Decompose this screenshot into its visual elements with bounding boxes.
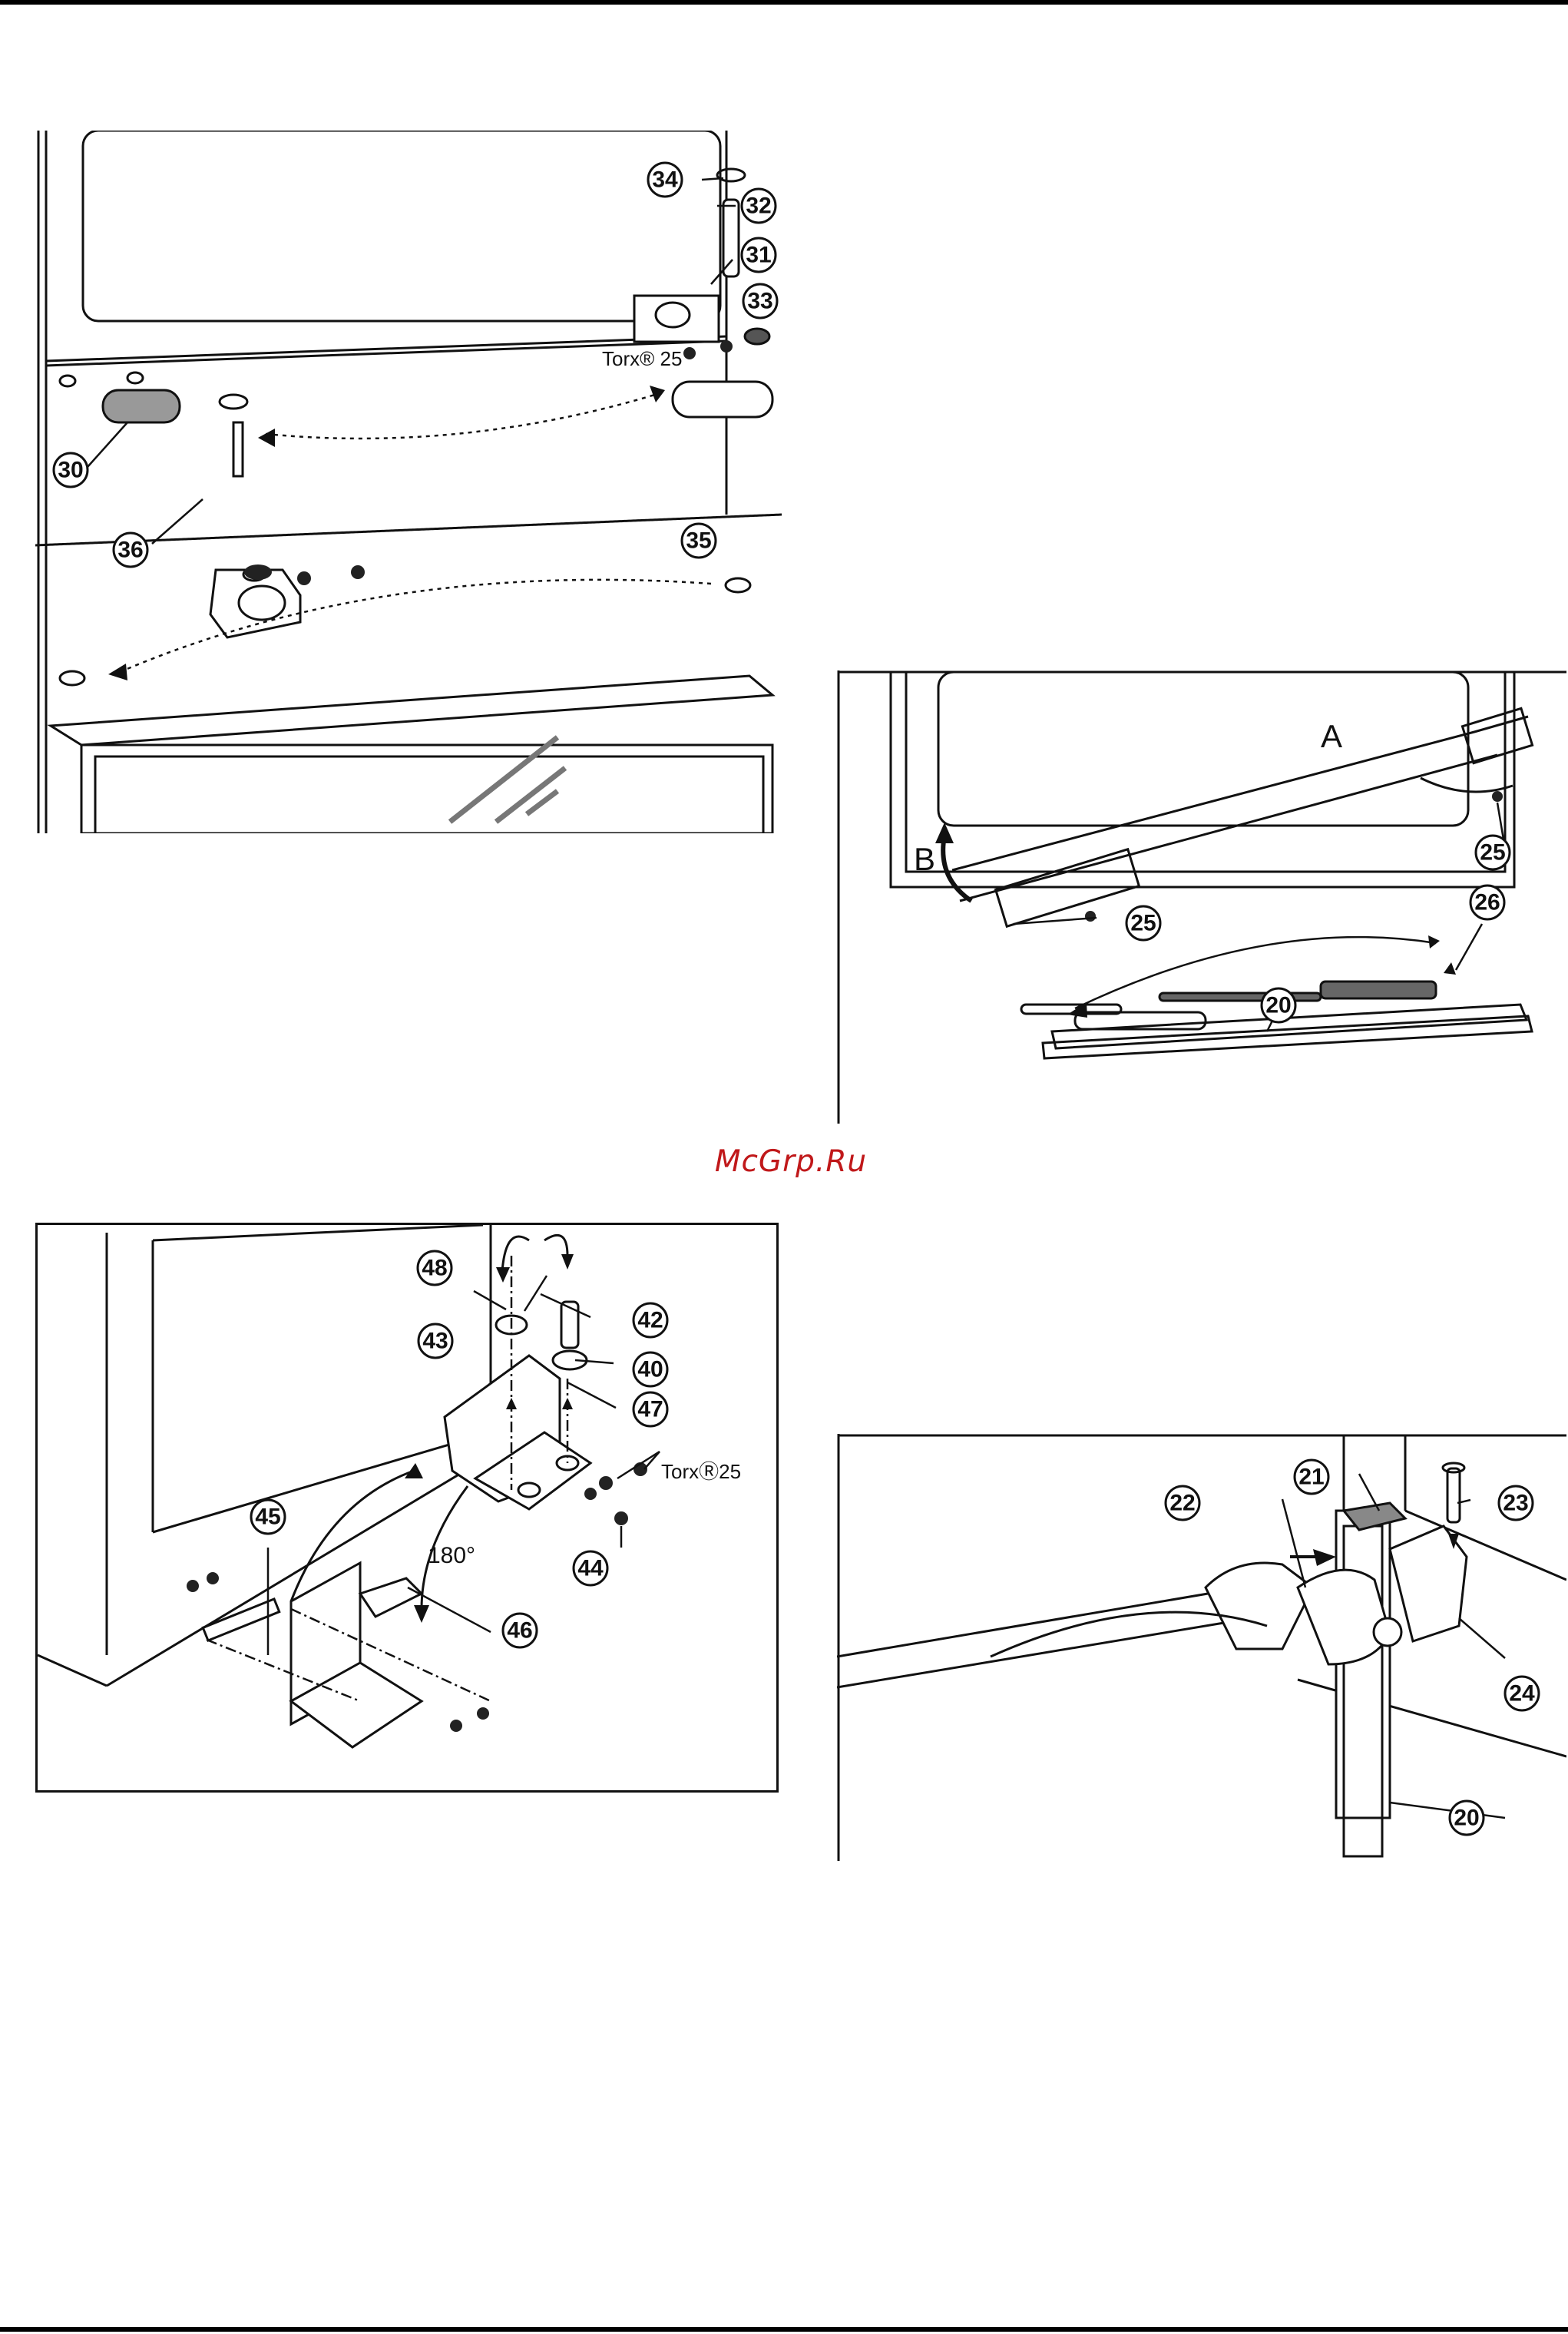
callout-35: 35 xyxy=(682,524,716,558)
svg-text:30: 30 xyxy=(58,458,83,483)
hinge-rotation-drawing: TorxⓇ25 180° 48 42 43 40 47 45 44 46 xyxy=(38,1225,776,1790)
door-rail-drawing: B A 25 25 26 20 xyxy=(837,670,1566,1124)
svg-text:25: 25 xyxy=(1480,840,1505,866)
svg-text:23: 23 xyxy=(1503,1491,1528,1516)
callout-32: 32 xyxy=(742,189,776,223)
watermark: McGrp.Ru xyxy=(691,1144,891,1179)
callout-26: 26 xyxy=(1470,886,1504,919)
callout-20: 20 xyxy=(1450,1801,1484,1835)
figure-hinge-swap-top: Torx® 25 34 32 31 33 30 36 35 xyxy=(35,131,782,833)
torx-label: TorxⓇ25 xyxy=(661,1460,741,1483)
callout-31: 31 xyxy=(742,238,776,272)
callout-45: 45 xyxy=(251,1500,285,1534)
callout-43: 43 xyxy=(418,1324,452,1358)
svg-text:32: 32 xyxy=(746,194,771,219)
callout-48: 48 xyxy=(418,1251,452,1285)
figure-door-rail: B A 25 25 26 20 xyxy=(837,670,1566,1124)
svg-text:31: 31 xyxy=(746,243,771,268)
callout-21: 21 xyxy=(1295,1460,1328,1494)
label-a: A xyxy=(1321,718,1342,754)
svg-text:47: 47 xyxy=(637,1397,663,1422)
callout-30: 30 xyxy=(54,453,88,487)
svg-text:35: 35 xyxy=(686,528,711,554)
hinge-detail-drawing: 21 23 22 24 20 xyxy=(837,1434,1566,1861)
callout-23: 23 xyxy=(1499,1486,1533,1520)
svg-text:22: 22 xyxy=(1169,1491,1195,1516)
callout-33: 33 xyxy=(743,284,777,318)
callout-44: 44 xyxy=(574,1551,607,1585)
label-b: B xyxy=(914,841,935,877)
svg-text:33: 33 xyxy=(747,289,772,314)
svg-text:25: 25 xyxy=(1130,911,1156,936)
figure-hinge-rotation: TorxⓇ25 180° 48 42 43 40 47 45 44 46 xyxy=(35,1223,779,1793)
callout-40: 40 xyxy=(633,1352,667,1386)
svg-text:20: 20 xyxy=(1265,993,1291,1018)
bottom-rule xyxy=(0,2327,1568,2332)
callout-20: 20 xyxy=(1262,988,1295,1022)
callout-25-right: 25 xyxy=(1476,836,1510,869)
figure-hinge-detail: 21 23 22 24 20 xyxy=(837,1434,1566,1861)
svg-text:26: 26 xyxy=(1474,890,1500,915)
svg-text:40: 40 xyxy=(637,1357,663,1382)
callout-47: 47 xyxy=(633,1392,667,1426)
svg-text:48: 48 xyxy=(422,1256,447,1281)
angle-label: 180° xyxy=(428,1543,475,1568)
hinge-swap-drawing: Torx® 25 34 32 31 33 30 36 35 xyxy=(35,131,782,833)
callout-36: 36 xyxy=(114,533,147,567)
svg-text:24: 24 xyxy=(1509,1681,1535,1707)
callout-46: 46 xyxy=(503,1614,537,1647)
svg-text:21: 21 xyxy=(1298,1465,1324,1490)
callout-25-left: 25 xyxy=(1126,906,1160,940)
svg-text:42: 42 xyxy=(637,1308,663,1333)
svg-text:43: 43 xyxy=(422,1329,448,1354)
svg-text:36: 36 xyxy=(117,538,143,563)
svg-text:45: 45 xyxy=(255,1505,280,1530)
callout-22: 22 xyxy=(1166,1486,1199,1520)
callout-42: 42 xyxy=(633,1303,667,1337)
svg-text:44: 44 xyxy=(577,1556,604,1581)
top-rule xyxy=(0,0,1568,5)
torx-label: Torx® 25 xyxy=(602,347,682,370)
svg-text:20: 20 xyxy=(1454,1806,1479,1831)
callout-34: 34 xyxy=(648,163,682,197)
callout-24: 24 xyxy=(1505,1677,1539,1710)
svg-text:46: 46 xyxy=(507,1618,532,1644)
svg-text:34: 34 xyxy=(652,167,678,193)
